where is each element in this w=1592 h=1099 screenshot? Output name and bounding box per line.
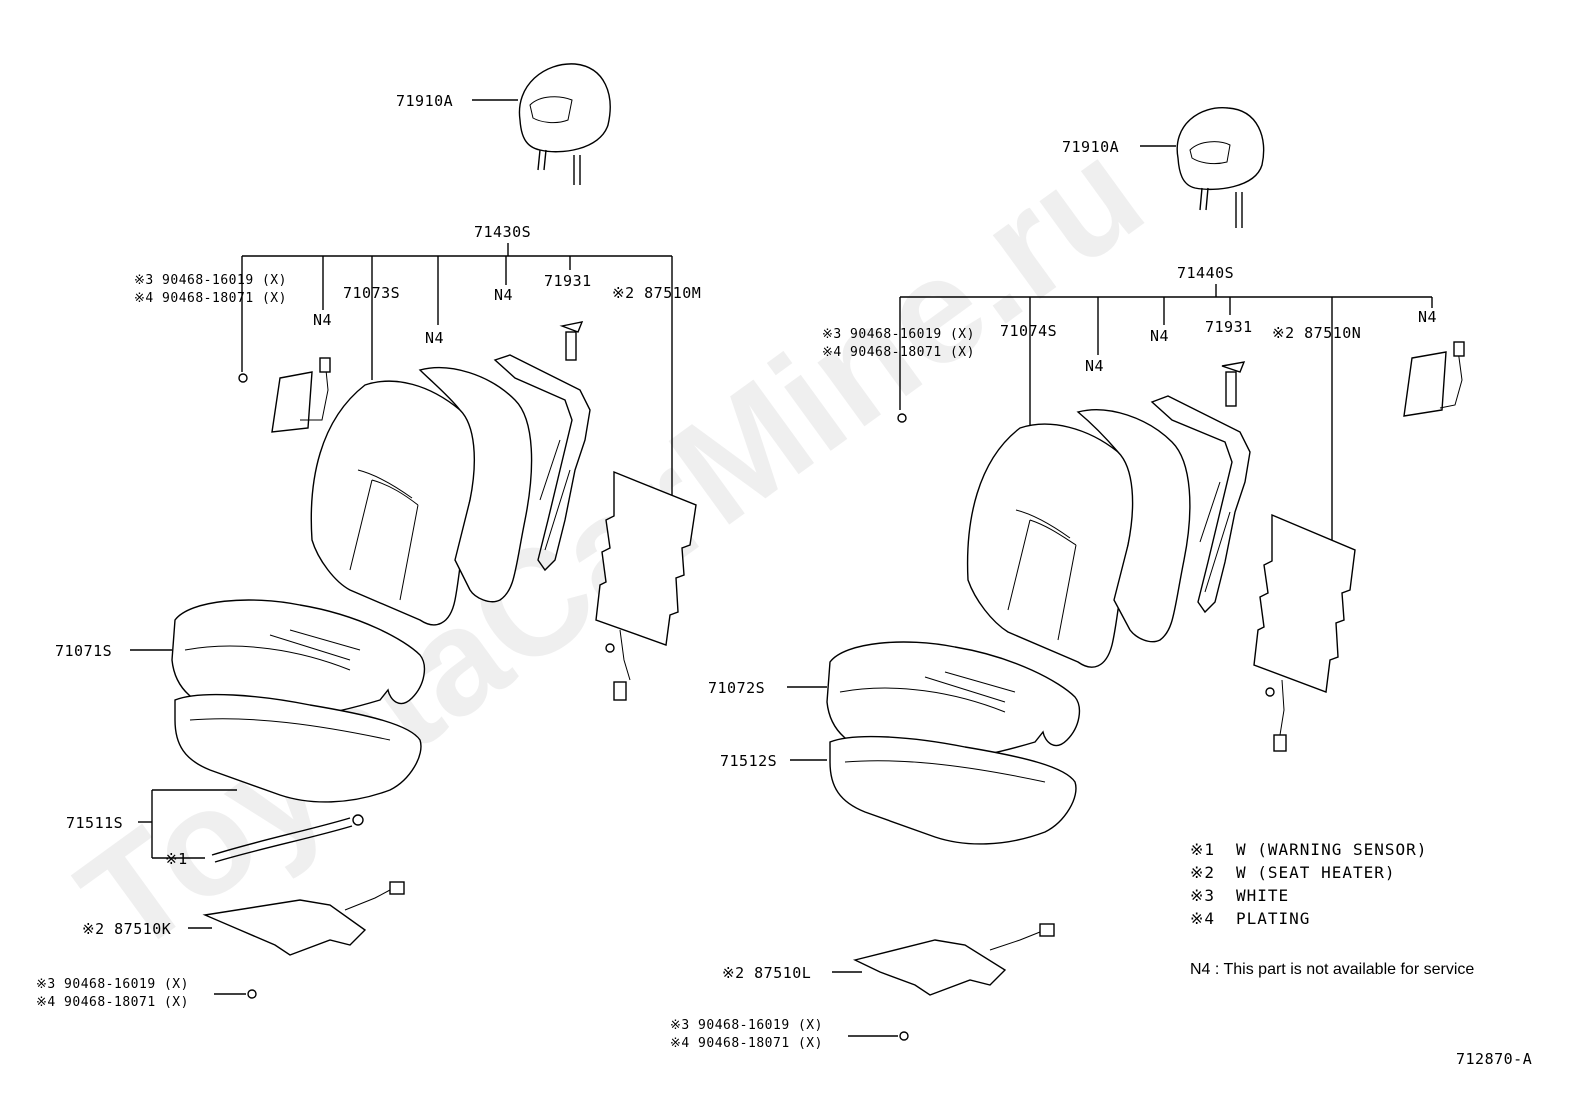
label-cushion-cover-left: 71071S — [55, 642, 112, 660]
label-cushion-heater-right: ※2 87510L — [722, 964, 811, 982]
left-headrest-part[interactable] — [518, 63, 611, 185]
left-cushion-pad-part[interactable] — [174, 693, 422, 803]
label-clip-top-3-left: ※3 90468-16019 (X) — [134, 273, 287, 288]
right-seatback-cover-part[interactable] — [966, 423, 1135, 668]
left-lock-part[interactable] — [559, 321, 584, 361]
legend-mark-1: ※1 — [1190, 840, 1215, 859]
left-clip-bottom-part[interactable] — [247, 989, 257, 999]
left-seatback-cover-part[interactable] — [310, 380, 477, 626]
right-clip-top-part[interactable] — [897, 413, 907, 423]
right-cushion-cover-part[interactable] — [826, 641, 1081, 762]
label-headrest-right: 71910A — [1062, 138, 1119, 156]
label-cushion-pad-right: 71512S — [720, 752, 777, 770]
right-seatback-frame-part[interactable] — [1150, 395, 1251, 614]
label-n4-clip-right: N4 — [1418, 308, 1437, 326]
right-seatback-pad-part[interactable] — [1076, 409, 1191, 643]
label-lock-right: 71931 — [1205, 318, 1253, 336]
left-warning-sensor-part[interactable] — [211, 814, 364, 863]
right-lock-part[interactable] — [1221, 361, 1246, 407]
left-airbag-module-part[interactable] — [271, 357, 331, 433]
label-clip-top-3-right: ※3 90468-16019 (X) — [822, 327, 975, 342]
right-back-heater-part[interactable] — [1253, 513, 1356, 752]
label-clip-top-4-right: ※4 90468-18071 (X) — [822, 345, 975, 360]
label-back-heater-right: ※2 87510N — [1272, 324, 1361, 342]
label-back-cover-left: 71073S — [343, 284, 400, 302]
left-cushion-cover-part[interactable] — [171, 599, 426, 720]
label-cushion-heater-left: ※2 87510K — [82, 920, 171, 938]
diagram-id: 712870-A — [1456, 1050, 1532, 1068]
label-clip-top-4-left: ※4 90468-18071 (X) — [134, 291, 287, 306]
label-back-heater-left: ※2 87510M — [612, 284, 701, 302]
label-clip-bottom-3-right: ※3 90468-16019 (X) — [670, 1018, 823, 1033]
right-cushion-pad-part[interactable] — [829, 735, 1077, 845]
label-n4-pad-left: N4 — [425, 329, 444, 347]
right-assembly: 71910A 71440S ※3 90468-16019 (X) ※4 9046… — [670, 107, 1465, 1051]
label-n4-clip-left: N4 — [313, 311, 332, 329]
label-clip-bottom-4-right: ※4 90468-18071 (X) — [670, 1036, 823, 1051]
legend-mark-2: ※2 — [1190, 863, 1215, 882]
label-n4-pad-right: N4 — [1085, 357, 1104, 375]
label-back-assembly-left: 71430S — [474, 223, 531, 241]
left-seatback-pad-part[interactable] — [418, 366, 533, 603]
left-cushion-heater-part[interactable] — [202, 881, 405, 956]
left-seatback-frame-part[interactable] — [493, 354, 591, 572]
right-cushion-heater-part[interactable] — [852, 923, 1055, 996]
legend: ※1 W (WARNING SENSOR) ※2 W (SEAT HEATER)… — [1190, 840, 1474, 978]
left-assembly: 71910A 71430S ※3 90468-16019 (X) ※4 9046… — [36, 63, 701, 1010]
label-back-assembly-right: 71440S — [1177, 264, 1234, 282]
availability-note: N4 : This part is not available for serv… — [1190, 961, 1474, 978]
label-clip-bottom-4-left: ※4 90468-18071 (X) — [36, 995, 189, 1010]
legend-text-2: W (SEAT HEATER) — [1236, 863, 1396, 882]
label-headrest-left: 71910A — [396, 92, 453, 110]
label-back-cover-right: 71074S — [1000, 322, 1057, 340]
right-headrest-part[interactable] — [1176, 107, 1265, 228]
legend-text-4: PLATING — [1236, 909, 1310, 928]
left-clip-top-part[interactable] — [238, 373, 248, 383]
label-cushion-cover-right: 71072S — [708, 679, 765, 697]
label-sensor-left: ※1 — [165, 850, 188, 868]
label-lock-left: 71931 — [544, 272, 592, 290]
right-airbag-module-part[interactable] — [1403, 341, 1465, 417]
label-n4-frame-right: N4 — [1150, 327, 1169, 345]
label-clip-bottom-3-left: ※3 90468-16019 (X) — [36, 977, 189, 992]
label-cushion-pad-left: 71511S — [66, 814, 123, 832]
legend-text-1: W (WARNING SENSOR) — [1236, 840, 1427, 859]
right-clip-bottom-part[interactable] — [899, 1031, 909, 1041]
left-back-heater-part[interactable] — [595, 470, 697, 701]
legend-mark-4: ※4 — [1190, 909, 1215, 928]
label-n4-frame-left: N4 — [494, 286, 513, 304]
legend-mark-3: ※3 — [1190, 886, 1215, 905]
legend-text-3: WHITE — [1236, 886, 1289, 905]
